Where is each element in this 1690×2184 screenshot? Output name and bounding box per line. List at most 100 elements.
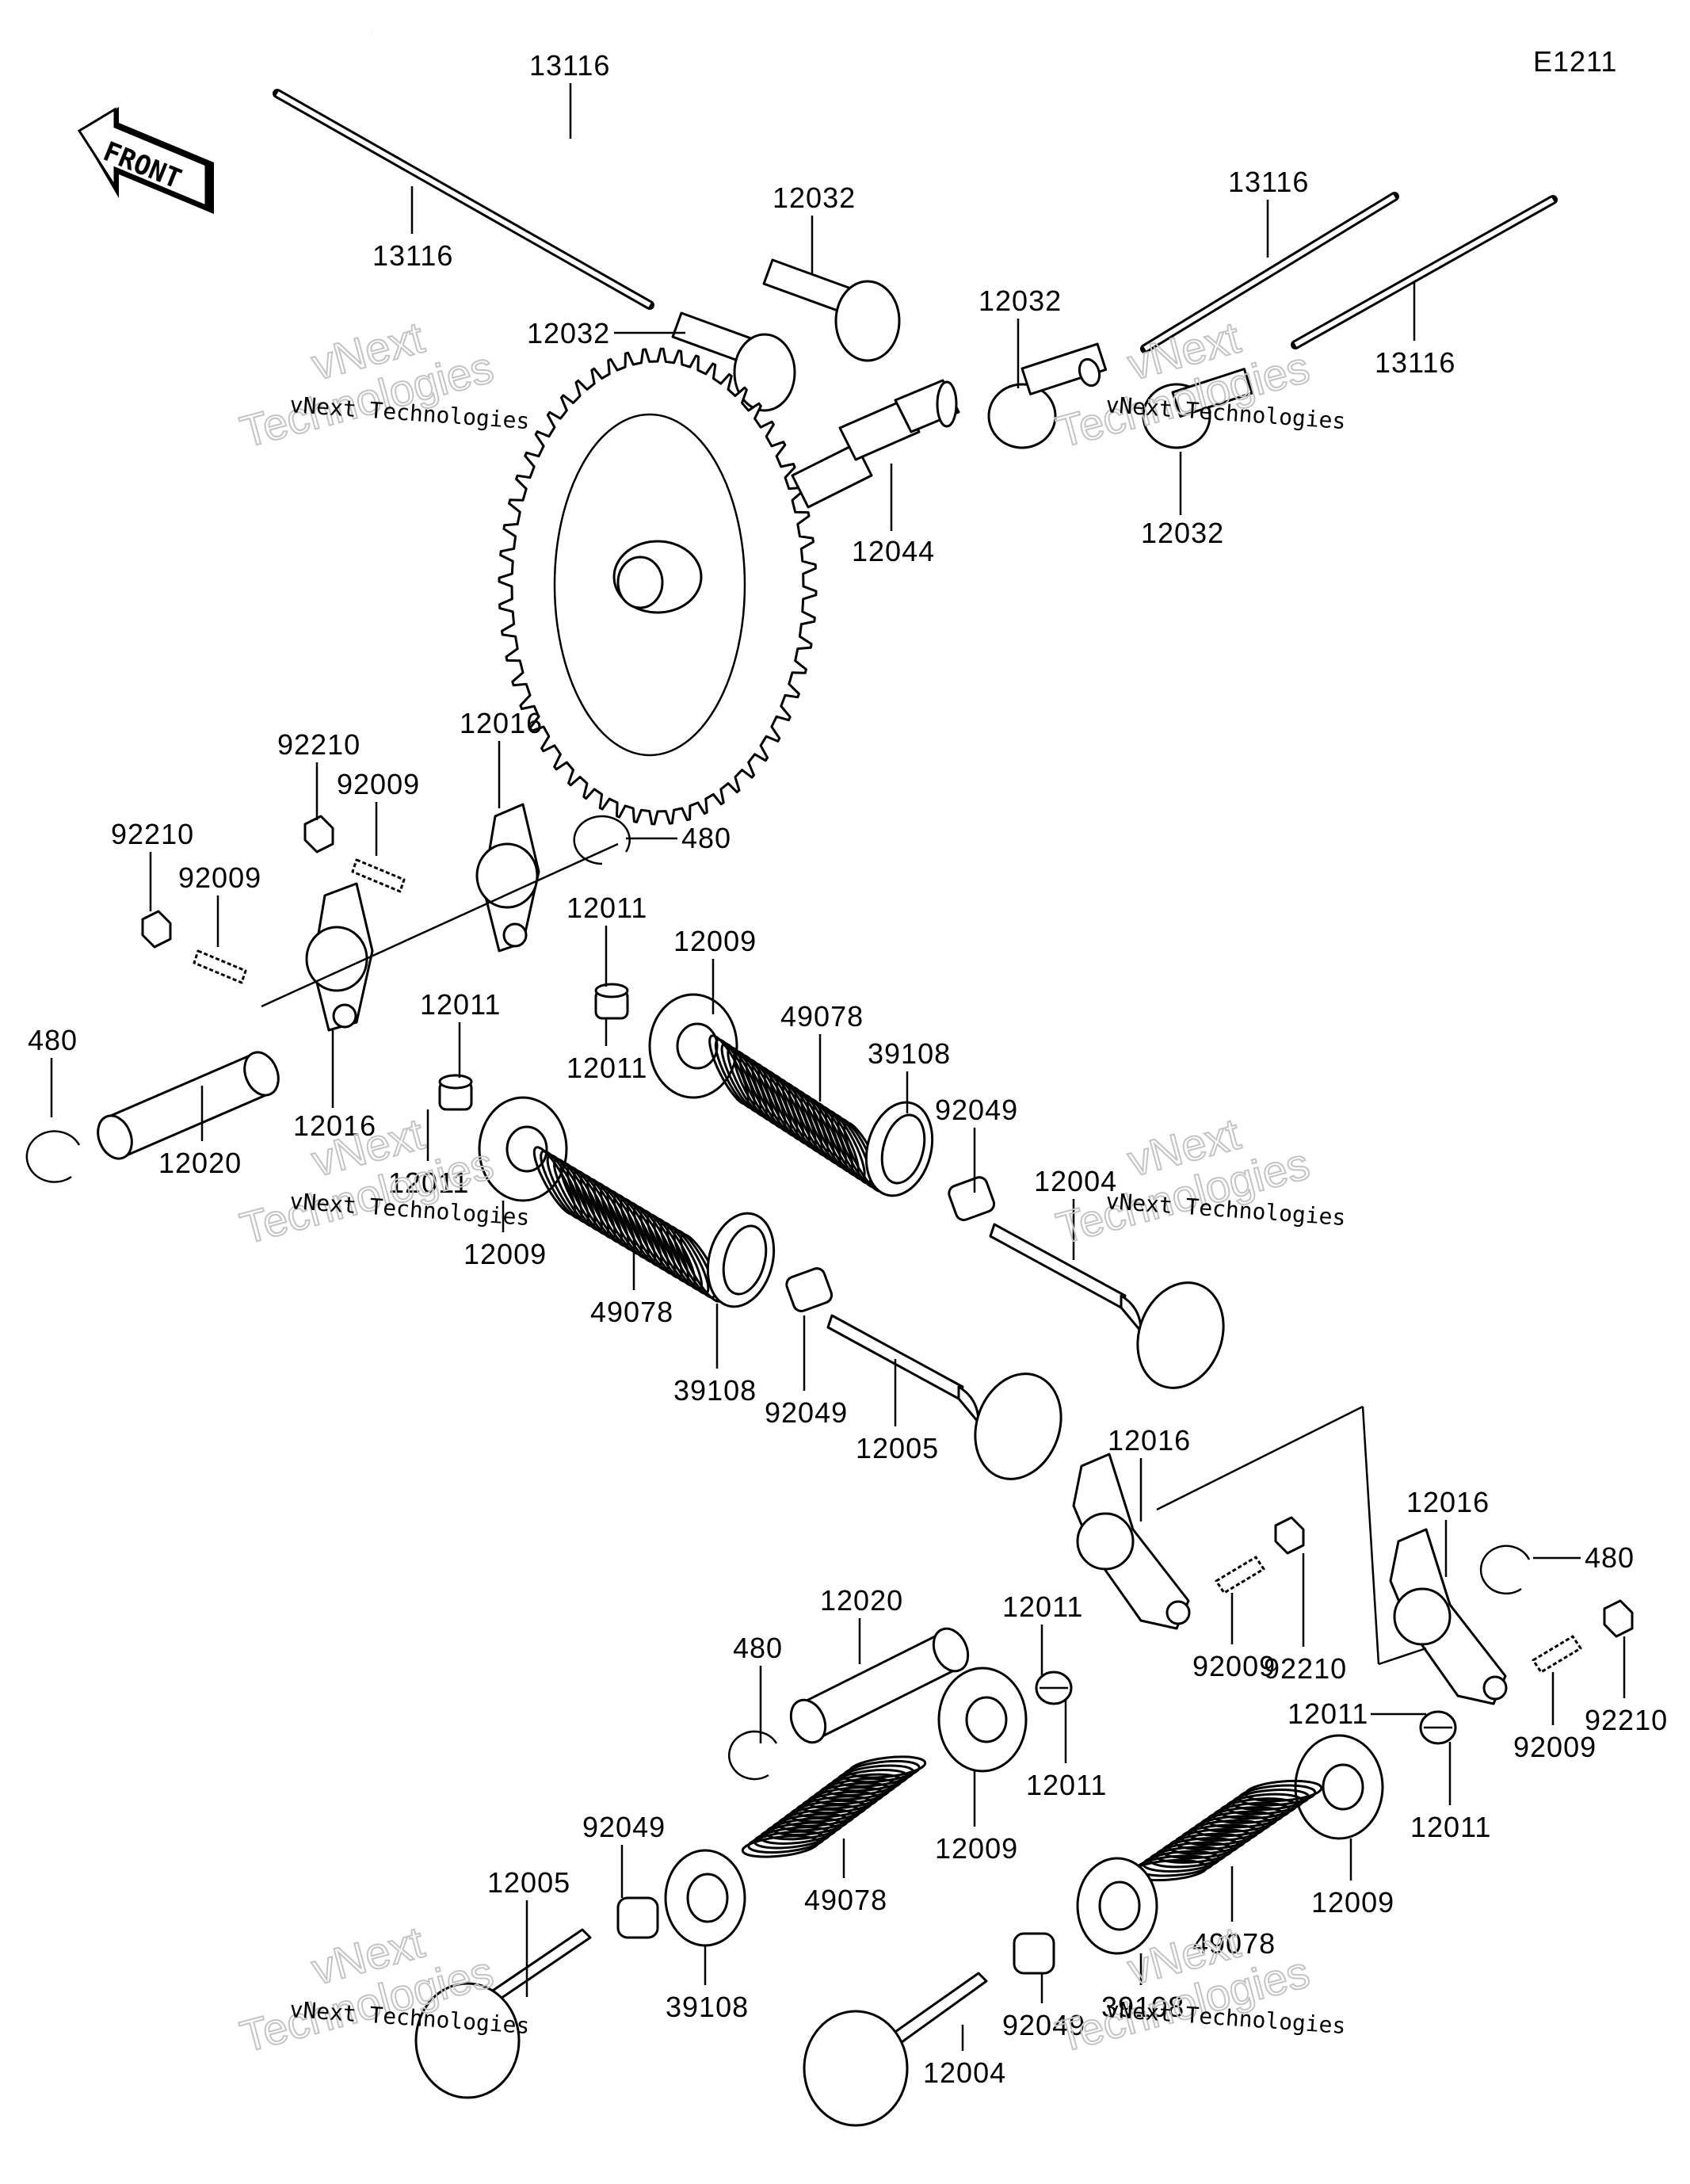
intake-valve [803, 1972, 988, 2127]
part-number-label: 12009 [1311, 1886, 1394, 1919]
spring-seat [1076, 1857, 1158, 1955]
tappet [987, 342, 1108, 449]
part-number-label: 12032 [773, 181, 856, 214]
rocker-shaft [789, 1627, 970, 1744]
part-number-label: 13116 [529, 49, 610, 82]
part-number-label: 39108 [673, 1374, 757, 1407]
part-number-label: 49078 [590, 1296, 673, 1328]
part-number-label: 12011 [420, 988, 501, 1021]
valve-spring-group [532, 1034, 1323, 1882]
intake-valve [989, 1223, 1225, 1389]
part-number-label: 12011 [388, 1166, 469, 1199]
snap-ring [1479, 1544, 1531, 1595]
collet [1035, 1670, 1073, 1705]
spring-retainer [937, 1667, 1028, 1773]
part-number-label: 12020 [820, 1584, 903, 1617]
part-number-label: 12009 [464, 1238, 547, 1270]
part-number-label: 12009 [673, 925, 757, 957]
adjusting-screw [1215, 1556, 1265, 1594]
stem-seal [1013, 1932, 1055, 1975]
part-number-label: 480 [1585, 1541, 1635, 1574]
stem-seal [948, 1176, 996, 1221]
part-number-label: 12005 [856, 1432, 939, 1464]
nut [1274, 1516, 1305, 1555]
rocker-arm [1389, 1528, 1508, 1705]
valve-spring [532, 1146, 723, 1303]
nut [1603, 1599, 1634, 1638]
part-number-label: 480 [733, 1632, 783, 1664]
part-number-label: 49078 [1192, 1927, 1276, 1960]
push-rod [371, 29, 774, 256]
part-number-label: 12011 [567, 892, 647, 924]
part-number-label: 13116 [1228, 166, 1309, 198]
part-number-label: 12011 [1410, 1811, 1491, 1843]
part-number-label: 12016 [1108, 1424, 1191, 1457]
collet [1419, 1710, 1457, 1745]
exhaust-valve [414, 1928, 592, 2099]
part-number-label: 13116 [1375, 346, 1455, 379]
part-number-label: 12004 [1034, 1165, 1117, 1197]
snap-ring [573, 815, 631, 865]
part-number-label: 12032 [527, 317, 610, 349]
spring-seat [664, 1849, 746, 1947]
part-number-label: 92009 [1192, 1650, 1276, 1682]
part-number-label: 92210 [1264, 1652, 1347, 1685]
part-number-label: 12016 [460, 707, 543, 739]
nut [141, 910, 172, 949]
part-number-label: 39108 [666, 1991, 749, 2023]
part-number-label: 39108 [868, 1037, 951, 1070]
part-number-label: 12011 [1002, 1590, 1083, 1623]
part-number-label: 92049 [582, 1811, 666, 1843]
exhaust-valve [826, 1314, 1062, 1480]
part-labels: 1311613116120321203212032131161311612044… [28, 49, 1668, 2089]
part-number-label: 12011 [567, 1052, 647, 1084]
diagram-code: E1211 [1533, 45, 1617, 78]
snap-ring [728, 1730, 778, 1781]
tappet [762, 258, 901, 362]
part-number-label: 12032 [979, 284, 1062, 317]
part-number-label: 92210 [111, 818, 194, 850]
push-rod [273, 89, 654, 310]
part-number-label: 12009 [935, 1832, 1018, 1865]
part-number-label: 49078 [804, 1884, 887, 1916]
part-number-label: 12016 [293, 1109, 376, 1142]
part-number-label: 12011 [1288, 1697, 1368, 1730]
tappet [1142, 368, 1253, 449]
part-number-label: 12032 [1141, 517, 1224, 549]
adjusting-screw [193, 949, 247, 984]
part-number-label: 92009 [1513, 1731, 1597, 1763]
spring-seat [864, 1101, 934, 1197]
adjusting-screw [1532, 1635, 1582, 1674]
front-arrow-icon: FRONT [77, 107, 214, 214]
part-number-label: 39108 [1101, 1991, 1185, 2023]
rocker-shaft [97, 1051, 280, 1160]
collet [594, 983, 629, 1020]
spring-seat [706, 1212, 776, 1308]
valve-spring [1129, 1779, 1323, 1882]
part-number-label: 92009 [337, 768, 420, 800]
rocker-arm [475, 803, 540, 953]
part-number-label: 92049 [765, 1396, 848, 1429]
stem-seal [616, 1896, 659, 1939]
part-number-label: 12016 [1406, 1486, 1490, 1518]
spring-retainer [1294, 1734, 1384, 1840]
rocker-arm [305, 882, 374, 1032]
part-number-label: 12004 [923, 2056, 1006, 2089]
nut [303, 815, 334, 853]
part-number-label: 12005 [487, 1866, 570, 1899]
valve-spring [708, 1034, 884, 1193]
rocker-arm [1072, 1453, 1191, 1630]
collet [438, 1074, 473, 1111]
part-number-label: 92210 [1585, 1704, 1668, 1736]
valve-spring [741, 1755, 927, 1858]
adjusting-screw [351, 858, 406, 893]
part-number-label: 92009 [178, 861, 261, 894]
part-number-label: 12011 [1026, 1769, 1107, 1801]
part-number-label: 92210 [277, 728, 361, 761]
push-rod [1291, 195, 1558, 349]
part-number-label: 92049 [935, 1094, 1018, 1126]
part-number-label: 480 [681, 822, 731, 854]
part-number-label: 12020 [158, 1147, 242, 1179]
part-number-label: 92049 [1002, 2009, 1085, 2041]
